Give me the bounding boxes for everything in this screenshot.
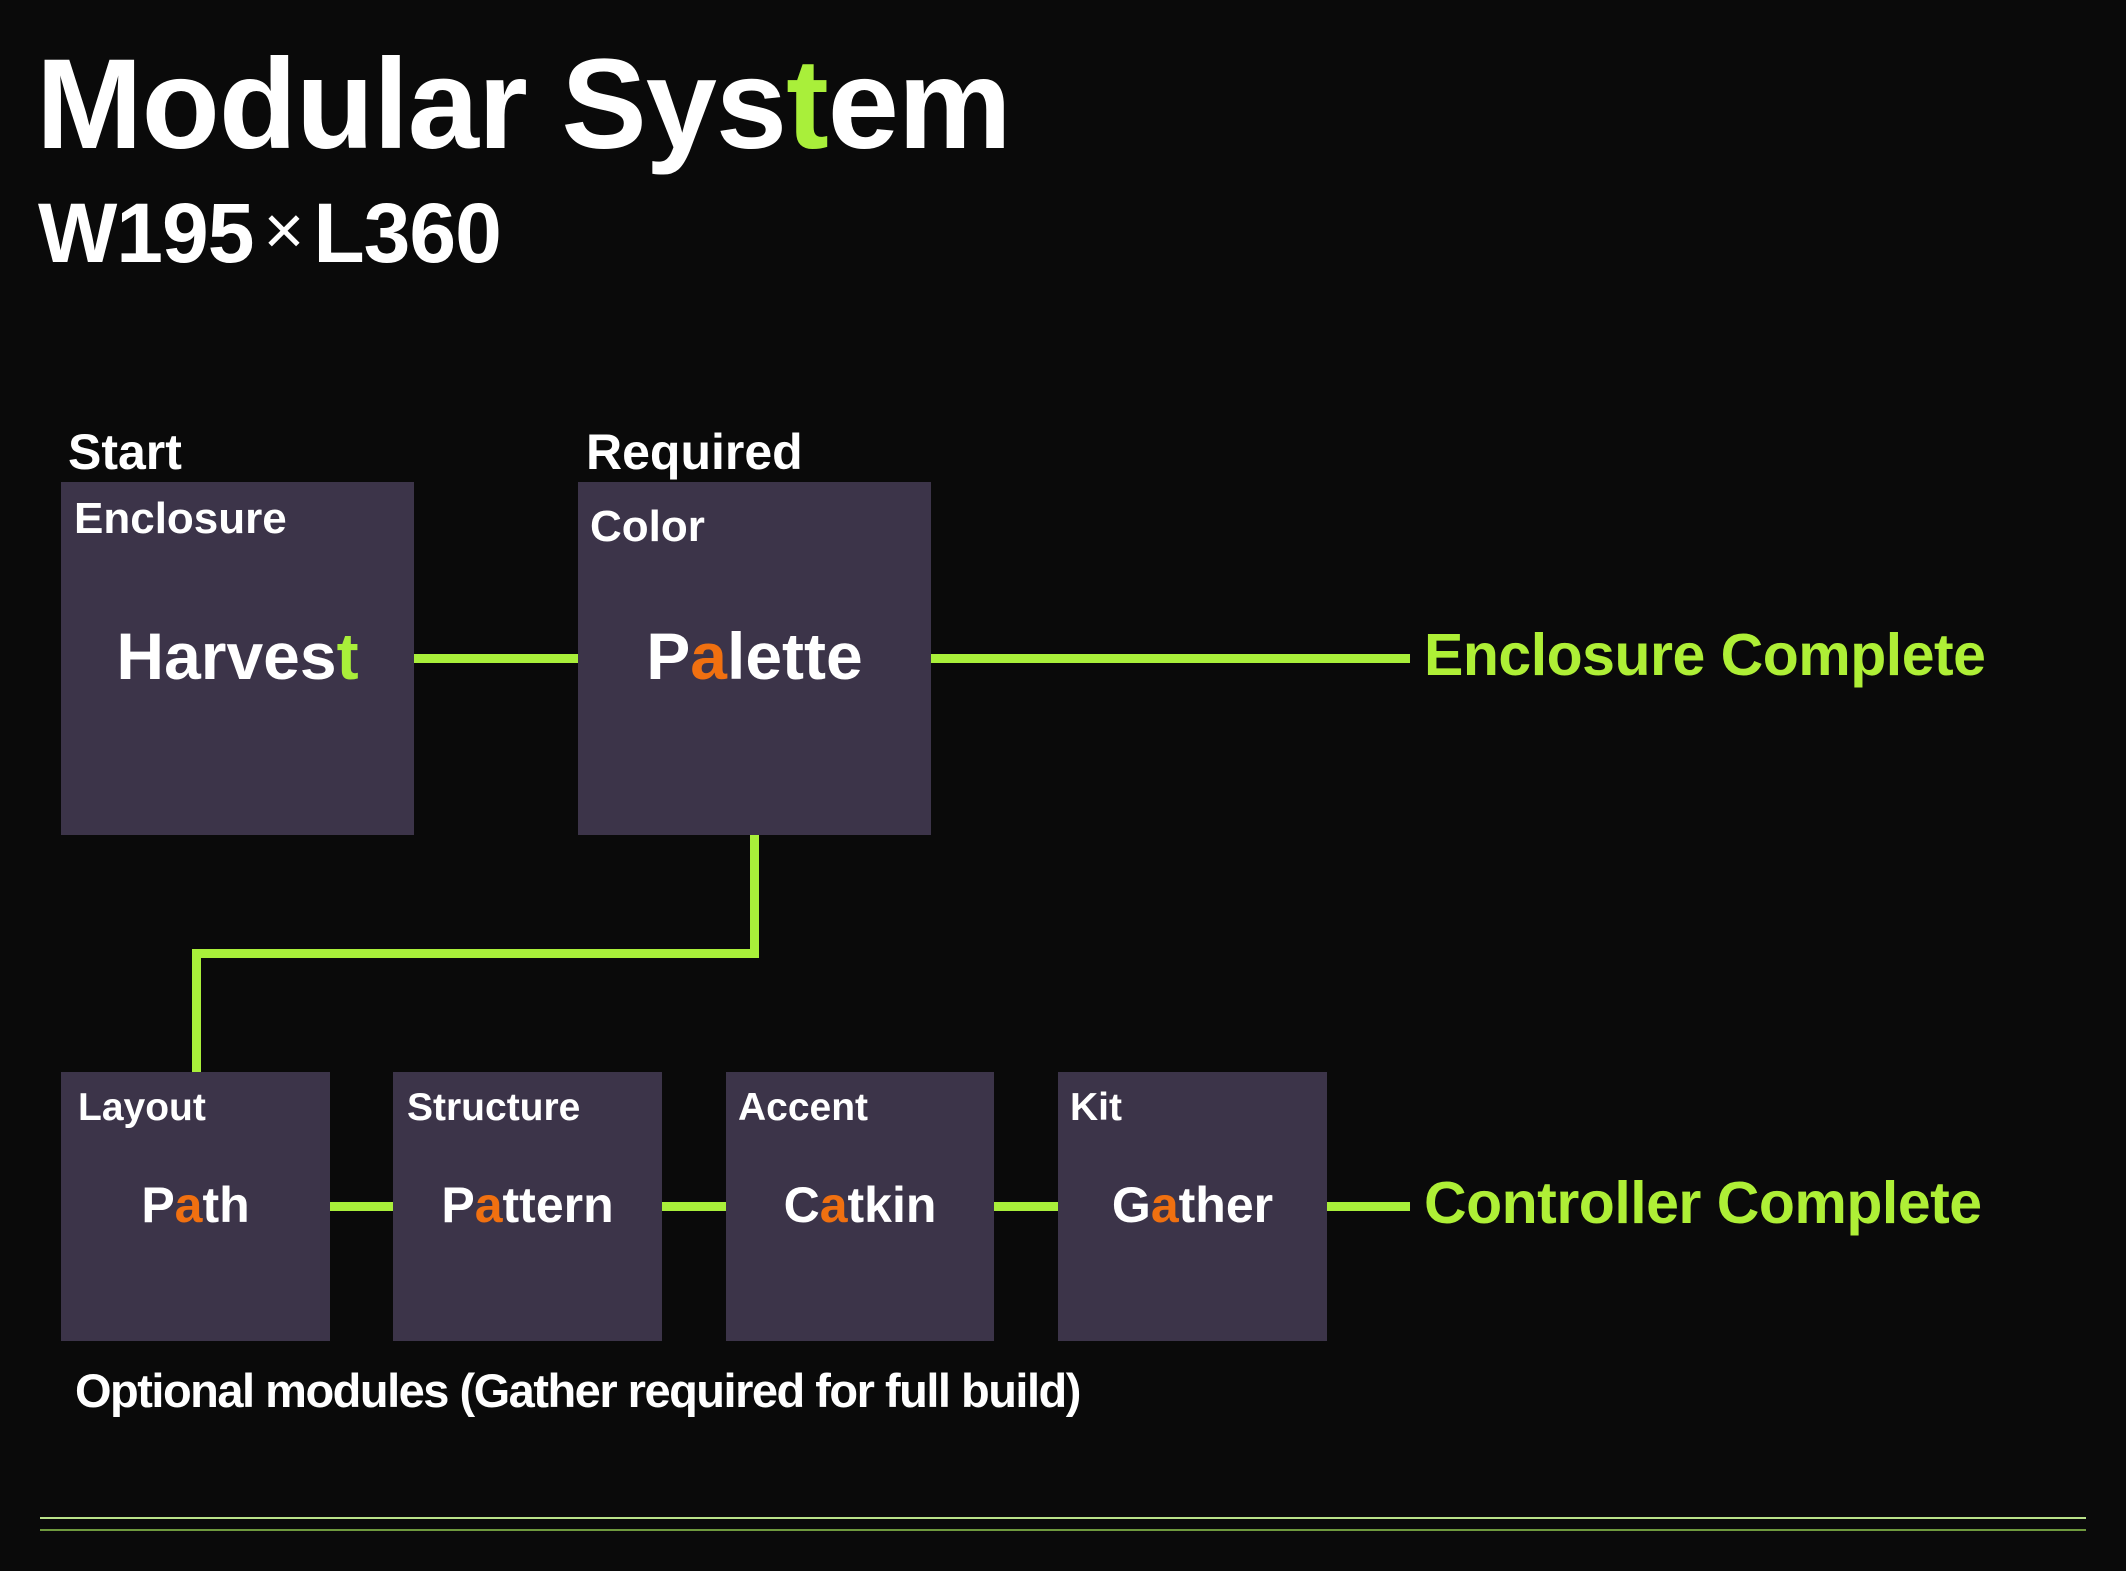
module-category: Accent xyxy=(738,1086,869,1129)
outcome-controller-complete: Controller Complete xyxy=(1424,1170,1982,1236)
connector-catkin-gather xyxy=(994,1202,1058,1211)
module-name-text: P xyxy=(141,1177,175,1233)
module-name: Catkin xyxy=(726,1176,994,1234)
module-box-gather[interactable]: Kit Gather xyxy=(1058,1072,1327,1341)
module-box-pattern[interactable]: Structure Pattern xyxy=(393,1072,662,1341)
module-name-text: ther xyxy=(1178,1177,1274,1233)
optional-modules-note: Optional modules (Gather required for fu… xyxy=(75,1364,1081,1417)
module-name-text: P xyxy=(441,1177,475,1233)
module-name-highlight: a xyxy=(690,619,728,693)
stage-label-start: Start xyxy=(68,424,182,480)
module-name: Path xyxy=(61,1176,330,1234)
module-name: Gather xyxy=(1058,1176,1327,1234)
module-name-text: Harves xyxy=(116,619,337,693)
multiply-icon: × xyxy=(263,191,304,269)
module-category: Color xyxy=(590,502,705,551)
module-name-highlight: a xyxy=(1150,1177,1179,1233)
module-name-highlight: t xyxy=(336,619,359,693)
module-category: Kit xyxy=(1070,1086,1122,1129)
module-name-highlight: a xyxy=(474,1177,503,1233)
module-name: Pattern xyxy=(393,1176,662,1234)
module-name-text: G xyxy=(1111,1177,1151,1233)
module-name-text: th xyxy=(202,1177,250,1233)
title-text-start: Modular Sys xyxy=(36,33,787,176)
stage-label-required: Required xyxy=(586,424,803,480)
module-box-catkin[interactable]: Accent Catkin xyxy=(726,1072,994,1341)
title-highlight-letter: t xyxy=(786,33,829,176)
module-box-harvest[interactable]: Enclosure Harvest xyxy=(61,482,414,835)
title-text-end: em xyxy=(827,33,1012,176)
connector-harvest-palette xyxy=(414,654,578,663)
connector-palette-enclosure-complete xyxy=(931,654,1410,663)
dimensions-subtitle: W195×L360 xyxy=(38,186,502,283)
width-dimension: W195 xyxy=(38,186,254,280)
connector-pattern-catkin xyxy=(662,1202,726,1211)
outcome-enclosure-complete: Enclosure Complete xyxy=(1424,622,1986,688)
connector-gather-controller-complete xyxy=(1327,1202,1410,1211)
connector-palette-down xyxy=(750,835,759,958)
module-name-text: C xyxy=(783,1177,820,1233)
connector-down-to-path xyxy=(192,949,201,1072)
module-name: Palette xyxy=(578,618,931,694)
module-category: Layout xyxy=(78,1086,206,1129)
divider-line-light xyxy=(40,1517,2086,1519)
module-box-palette[interactable]: Color Palette xyxy=(578,482,931,835)
connector-elbow-horizontal xyxy=(192,949,759,958)
page-title: Modular System xyxy=(36,30,1012,180)
module-name-highlight: a xyxy=(174,1177,203,1233)
module-name-text: tkin xyxy=(847,1177,937,1233)
module-box-path[interactable]: Layout Path xyxy=(61,1072,330,1341)
module-category: Structure xyxy=(407,1086,581,1129)
module-name-text: lette xyxy=(727,619,863,693)
module-name: Harvest xyxy=(61,618,414,694)
connector-path-pattern xyxy=(330,1202,393,1211)
length-dimension: L360 xyxy=(313,186,501,280)
module-name-highlight: a xyxy=(819,1177,848,1233)
module-name-text: ttern xyxy=(502,1177,614,1233)
divider-line-dark xyxy=(40,1529,2086,1531)
module-name-text: P xyxy=(646,619,691,693)
module-category: Enclosure xyxy=(74,494,287,543)
